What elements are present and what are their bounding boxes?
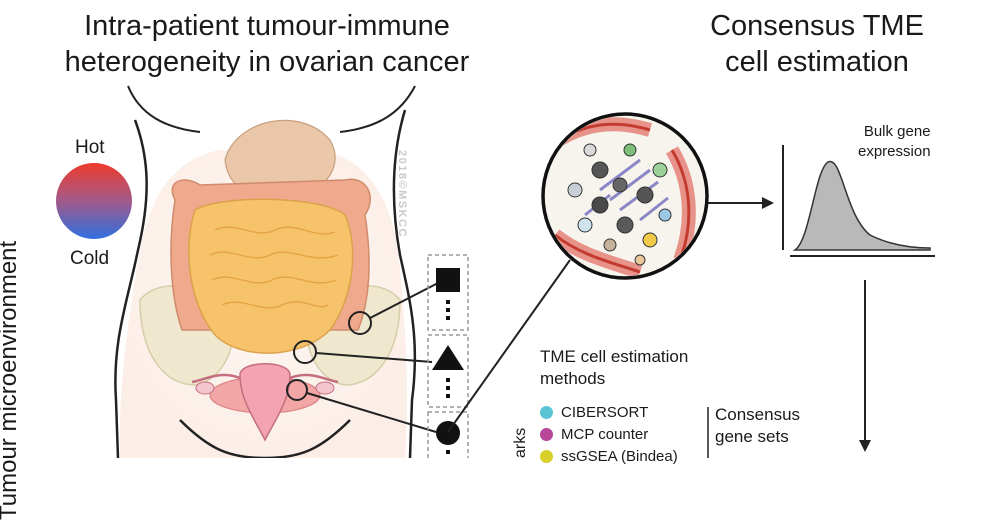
methods-heading: TME cell estimation methods	[540, 346, 688, 390]
left-title-line2: heterogeneity in ovarian cancer	[64, 46, 470, 78]
bulk-chart-label-line2: expression	[858, 143, 931, 160]
right-title-line2: cell estimation	[725, 46, 909, 78]
methods-heading-line1: TME cell estimation	[540, 347, 689, 366]
tissue-sample-circle	[541, 112, 709, 280]
watermark: 2018©MSKCC	[396, 150, 408, 238]
legend-item-mcp-counter: MCP counter	[540, 423, 678, 445]
legend-dot-cibersort	[540, 405, 553, 419]
right-title-line1: Consensus TME	[710, 10, 924, 42]
legend-label-cibersort: CIBERSORT	[561, 403, 649, 421]
legend-label-ssgsea: ssGSEA (Bindea)	[561, 447, 678, 465]
sample-site-2	[293, 340, 317, 364]
small-intestine	[188, 198, 354, 354]
legend-label-mcp-counter: MCP counter	[561, 425, 649, 443]
heat-scale-hot: Hot	[75, 137, 105, 158]
legend-dot-ssgsea	[540, 449, 553, 463]
left-title: Intra-patient tumour-immune heterogeneit…	[32, 8, 502, 80]
methods-side-label: arks	[512, 427, 529, 458]
sample-box-square	[427, 254, 469, 331]
methods-heading-line2: methods	[540, 369, 606, 388]
legend-dot-mcp-counter	[540, 427, 553, 441]
heat-scale-circle	[56, 163, 132, 239]
bulk-expression-curve	[792, 160, 931, 251]
heat-scale-cold: Cold	[70, 248, 110, 269]
side-label: Tumour microenvironment	[0, 240, 22, 520]
legend-item-cibersort: CIBERSORT	[540, 401, 678, 423]
sample-site-1	[348, 311, 372, 335]
legend-item-ssgsea: ssGSEA (Bindea)	[540, 445, 678, 467]
consensus-line1: Consensus	[715, 405, 801, 424]
right-title: Consensus TME cell estimation	[672, 8, 962, 80]
consensus-gene-sets: Consensus gene sets	[715, 404, 800, 448]
methods-legend: CIBERSORT MCP counter ssGSEA (Bindea)	[540, 401, 678, 467]
left-title-line1: Intra-patient tumour-immune	[84, 10, 450, 42]
sample-box-circle	[427, 411, 469, 458]
sample-site-3	[286, 379, 308, 401]
bulk-chart-label: Bulk gene expression	[858, 122, 931, 162]
uterus	[239, 363, 291, 442]
torso-outline	[114, 119, 148, 458]
consensus-line2: gene sets	[715, 427, 789, 446]
anatomy-illustration	[56, 85, 935, 458]
bulk-chart-label-line1: Bulk gene	[863, 123, 931, 140]
